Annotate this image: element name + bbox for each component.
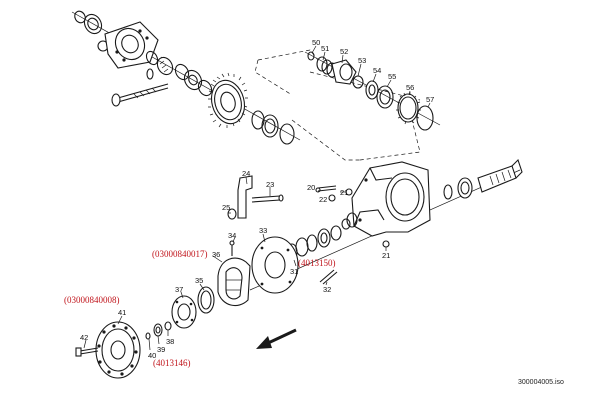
leader-lines: [83, 45, 431, 351]
part-label-55: 55: [388, 72, 396, 81]
part-label-25: 25: [222, 203, 230, 212]
direction-arrow-icon: [256, 328, 297, 349]
differential-assembly: [71, 10, 301, 145]
part-label-24: 24: [242, 169, 250, 178]
part-label-52: 52: [340, 47, 348, 56]
part-label-50: 50: [312, 38, 320, 47]
part-label-33: 33: [259, 226, 267, 235]
reference-part-numbers: (03000840017) (4013150) (03000840008) (4…: [64, 249, 336, 368]
part-label-21: 21: [382, 251, 390, 260]
part-label-39: 39: [157, 345, 165, 354]
part-label-38: 38: [166, 337, 174, 346]
part-label-56: 56: [406, 83, 414, 92]
part-label-40: 40: [148, 351, 156, 360]
part-label-34: 34: [228, 231, 236, 240]
reference-label: (03000840008): [64, 295, 120, 305]
part-label-23: 23: [266, 180, 274, 189]
part-label-20: 20: [307, 183, 315, 192]
document-id: 300004005.iso: [518, 379, 564, 386]
part-label-32: 32: [323, 285, 331, 294]
part-label-31: 31: [290, 267, 298, 276]
part-number-labels: 21 21 22 20 23 24 25 31 32 33 34 35 36 3…: [80, 38, 434, 360]
part-label-51: 51: [321, 44, 329, 53]
part-label-53: 53: [358, 56, 366, 65]
dashed-connector-lines: [254, 49, 421, 161]
part-label-37: 37: [175, 285, 183, 294]
part-label-21: 21: [340, 188, 348, 197]
part-label-36: 36: [212, 250, 220, 259]
part-label-22: 22: [319, 195, 327, 204]
shaft-assembly: [304, 51, 441, 131]
reference-label: (4013146): [153, 358, 191, 368]
part-label-54: 54: [373, 66, 381, 75]
reference-label: (03000840017): [152, 249, 208, 259]
part-label-42: 42: [80, 333, 88, 342]
part-label-35: 35: [195, 276, 203, 285]
part-label-57: 57: [426, 95, 434, 104]
reference-label: (4013150): [298, 258, 336, 268]
part-label-41: 41: [118, 308, 126, 317]
